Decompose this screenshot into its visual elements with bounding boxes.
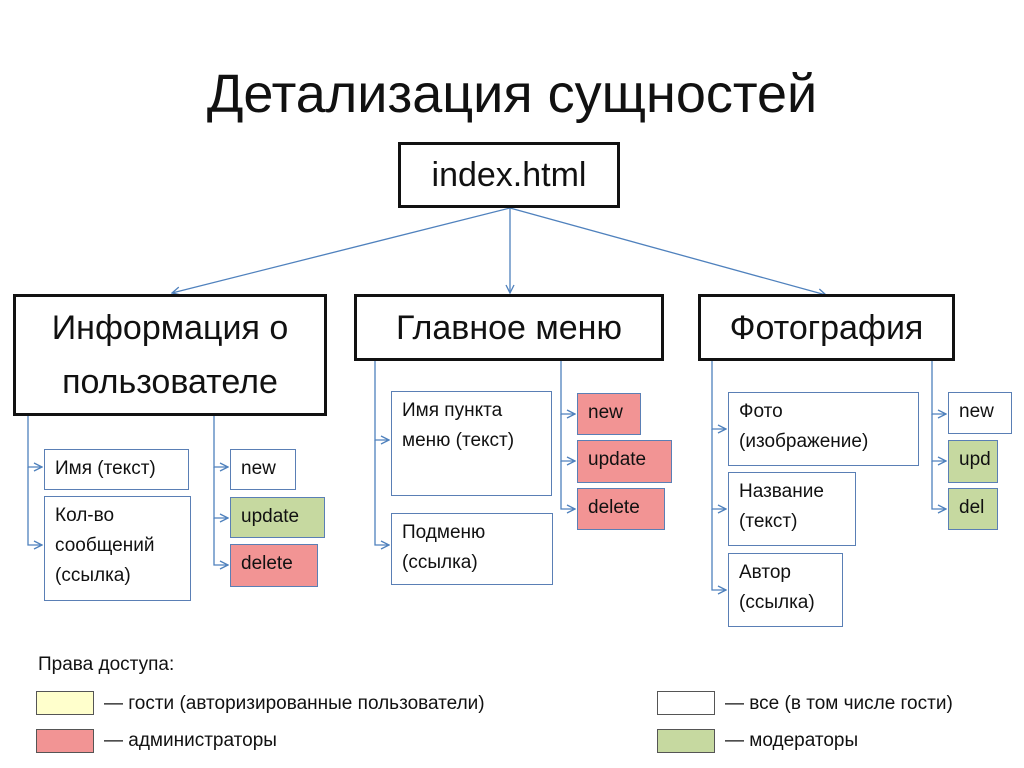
user-message-count-field: Кол-во сообщений (ссылка) (44, 496, 191, 601)
photo-author-field: Автор (ссылка) (728, 553, 843, 627)
user-info-title: Информация о пользователе (51, 309, 289, 401)
user-update-action: update (230, 497, 325, 538)
root-page-label: index.html (431, 156, 587, 194)
page-title: Детализация сущностей (206, 64, 818, 124)
menu-delete-action: delete (577, 488, 665, 530)
legend-label-admins: — администраторы (104, 730, 277, 751)
legend-title: Права доступа: (38, 654, 175, 675)
legend-swatch-guests (36, 691, 94, 715)
photo-upd-action: upd (948, 440, 998, 483)
photo-del-action: del (948, 488, 998, 530)
photo-new-action: new (948, 392, 1012, 434)
menu-update-action: update (577, 440, 672, 483)
legend-swatch-all (657, 691, 715, 715)
legend-label-guests: — гости (авторизированные пользователи) (104, 693, 485, 714)
legend-label-all: — все (в том числе гости) (725, 693, 953, 714)
main-menu-box: Главное меню (354, 294, 664, 361)
photo-title: Фотография (729, 308, 924, 347)
user-name-field: Имя (текст) (44, 449, 189, 490)
photo-name-field: Название (текст) (728, 472, 856, 546)
photo-box: Фотография (698, 294, 955, 361)
menu-new-action: new (577, 393, 641, 435)
legend-label-moderators: — модераторы (725, 730, 859, 751)
legend-swatch-admins (36, 729, 94, 753)
main-menu-title: Главное меню (396, 308, 622, 347)
photo-image-field: Фото (изображение) (728, 392, 919, 466)
user-info-box: Информация о пользователе (13, 294, 327, 416)
menu-item-name-field: Имя пункта меню (текст) (391, 391, 552, 496)
submenu-field: Подменю (ссылка) (391, 513, 553, 585)
root-page-box: index.html (398, 142, 620, 208)
user-delete-action: delete (230, 544, 318, 587)
user-new-action: new (230, 449, 296, 490)
legend-swatch-moderators (657, 729, 715, 753)
